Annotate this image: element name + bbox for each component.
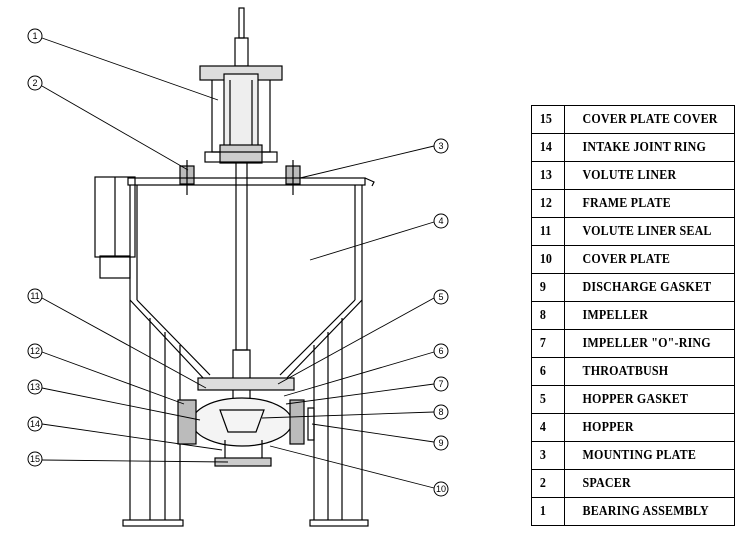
part-number: 5 bbox=[533, 385, 563, 414]
svg-text:13: 13 bbox=[30, 382, 40, 392]
callout-7: 7 bbox=[433, 376, 449, 392]
part-name: SPACER bbox=[575, 469, 724, 498]
svg-text:2: 2 bbox=[32, 78, 37, 88]
part-name: COVER PLATE COVER bbox=[575, 105, 724, 134]
part-name: IMPELLER bbox=[575, 301, 724, 330]
callout-6: 6 bbox=[433, 343, 449, 359]
callout-10: 10 bbox=[433, 481, 449, 497]
pump-casing bbox=[177, 377, 315, 467]
part-name: INTAKE JOINT RING bbox=[575, 133, 724, 162]
svg-text:12: 12 bbox=[30, 346, 40, 356]
table-row: 13 VOLUTE LINER bbox=[532, 161, 735, 190]
svg-text:11: 11 bbox=[30, 291, 39, 301]
part-name: VOLUTE LINER bbox=[575, 161, 724, 190]
table-row: 6 THROATBUSH bbox=[532, 357, 735, 386]
table-row: 11 VOLUTE LINER SEAL bbox=[532, 217, 735, 246]
callout-4: 4 bbox=[433, 213, 449, 229]
part-name: DISCHARGE GASKET bbox=[575, 273, 724, 302]
svg-text:8: 8 bbox=[438, 407, 443, 417]
part-number: 9 bbox=[533, 273, 563, 302]
part-name: COVER PLATE bbox=[575, 245, 724, 274]
table-row: 8 IMPELLER bbox=[532, 301, 735, 330]
svg-text:5: 5 bbox=[438, 292, 443, 302]
part-number: 15 bbox=[533, 105, 563, 134]
svg-text:9: 9 bbox=[438, 438, 443, 448]
callout-11: 11 bbox=[27, 288, 43, 304]
table-row: 4 HOPPER bbox=[532, 413, 735, 442]
svg-text:7: 7 bbox=[438, 379, 443, 389]
svg-text:15: 15 bbox=[30, 454, 40, 464]
part-name: IMPELLER "O"-RING bbox=[575, 329, 724, 358]
part-name: MOUNTING PLATE bbox=[575, 441, 724, 470]
part-name: HOPPER bbox=[575, 413, 724, 442]
part-name: BEARING ASSEMBLY bbox=[575, 497, 724, 526]
table-row: 3 MOUNTING PLATE bbox=[532, 441, 735, 470]
table-row: 15 COVER PLATE COVER bbox=[532, 105, 735, 134]
svg-text:6: 6 bbox=[438, 346, 443, 356]
table-row: 14 INTAKE JOINT RING bbox=[532, 133, 735, 162]
callout-3: 3 bbox=[433, 138, 449, 154]
part-number: 6 bbox=[533, 357, 563, 386]
part-name: THROATBUSH bbox=[575, 357, 724, 386]
callout-15: 15 bbox=[27, 451, 43, 467]
part-name: HOPPER GASKET bbox=[575, 385, 724, 414]
table-row: 7 IMPELLER "O"-RING bbox=[532, 329, 735, 358]
part-name: FRAME PLATE bbox=[575, 189, 724, 218]
part-number: 14 bbox=[533, 133, 563, 162]
part-number: 4 bbox=[533, 413, 563, 442]
svg-text:1: 1 bbox=[32, 31, 37, 41]
callout-8: 8 bbox=[433, 404, 449, 420]
part-name: VOLUTE LINER SEAL bbox=[575, 217, 724, 246]
svg-text:14: 14 bbox=[30, 419, 40, 429]
callout-1: 1 bbox=[27, 28, 43, 44]
part-number: 2 bbox=[533, 469, 563, 498]
part-number: 12 bbox=[533, 189, 563, 218]
table-row: 10 COVER PLATE bbox=[532, 245, 735, 274]
callout-2: 2 bbox=[27, 75, 43, 91]
table-row: 1 BEARING ASSEMBLY bbox=[532, 497, 735, 526]
side-box bbox=[94, 176, 136, 279]
callout-13: 13 bbox=[27, 379, 43, 395]
callout-12: 12 bbox=[27, 343, 43, 359]
table-row: 9 DISCHARGE GASKET bbox=[532, 273, 735, 302]
svg-text:10: 10 bbox=[436, 484, 446, 494]
callout-5: 5 bbox=[433, 289, 449, 305]
hopper bbox=[127, 177, 375, 381]
part-number: 13 bbox=[533, 161, 563, 190]
part-number: 8 bbox=[533, 301, 563, 330]
svg-text:4: 4 bbox=[438, 216, 443, 226]
part-number: 7 bbox=[533, 329, 563, 358]
svg-text:3: 3 bbox=[438, 141, 443, 151]
part-number: 11 bbox=[533, 217, 563, 246]
table-row: 12 FRAME PLATE bbox=[532, 189, 735, 218]
part-number: 10 bbox=[533, 245, 563, 274]
part-number: 1 bbox=[533, 497, 563, 526]
callout-9: 9 bbox=[433, 435, 449, 451]
table-row: 5 HOPPER GASKET bbox=[532, 385, 735, 414]
table-row: 2 SPACER bbox=[532, 469, 735, 498]
callout-14: 14 bbox=[27, 416, 43, 432]
part-number: 3 bbox=[533, 441, 563, 470]
leader-lines bbox=[41, 37, 435, 489]
bearing-assembly bbox=[199, 65, 283, 164]
